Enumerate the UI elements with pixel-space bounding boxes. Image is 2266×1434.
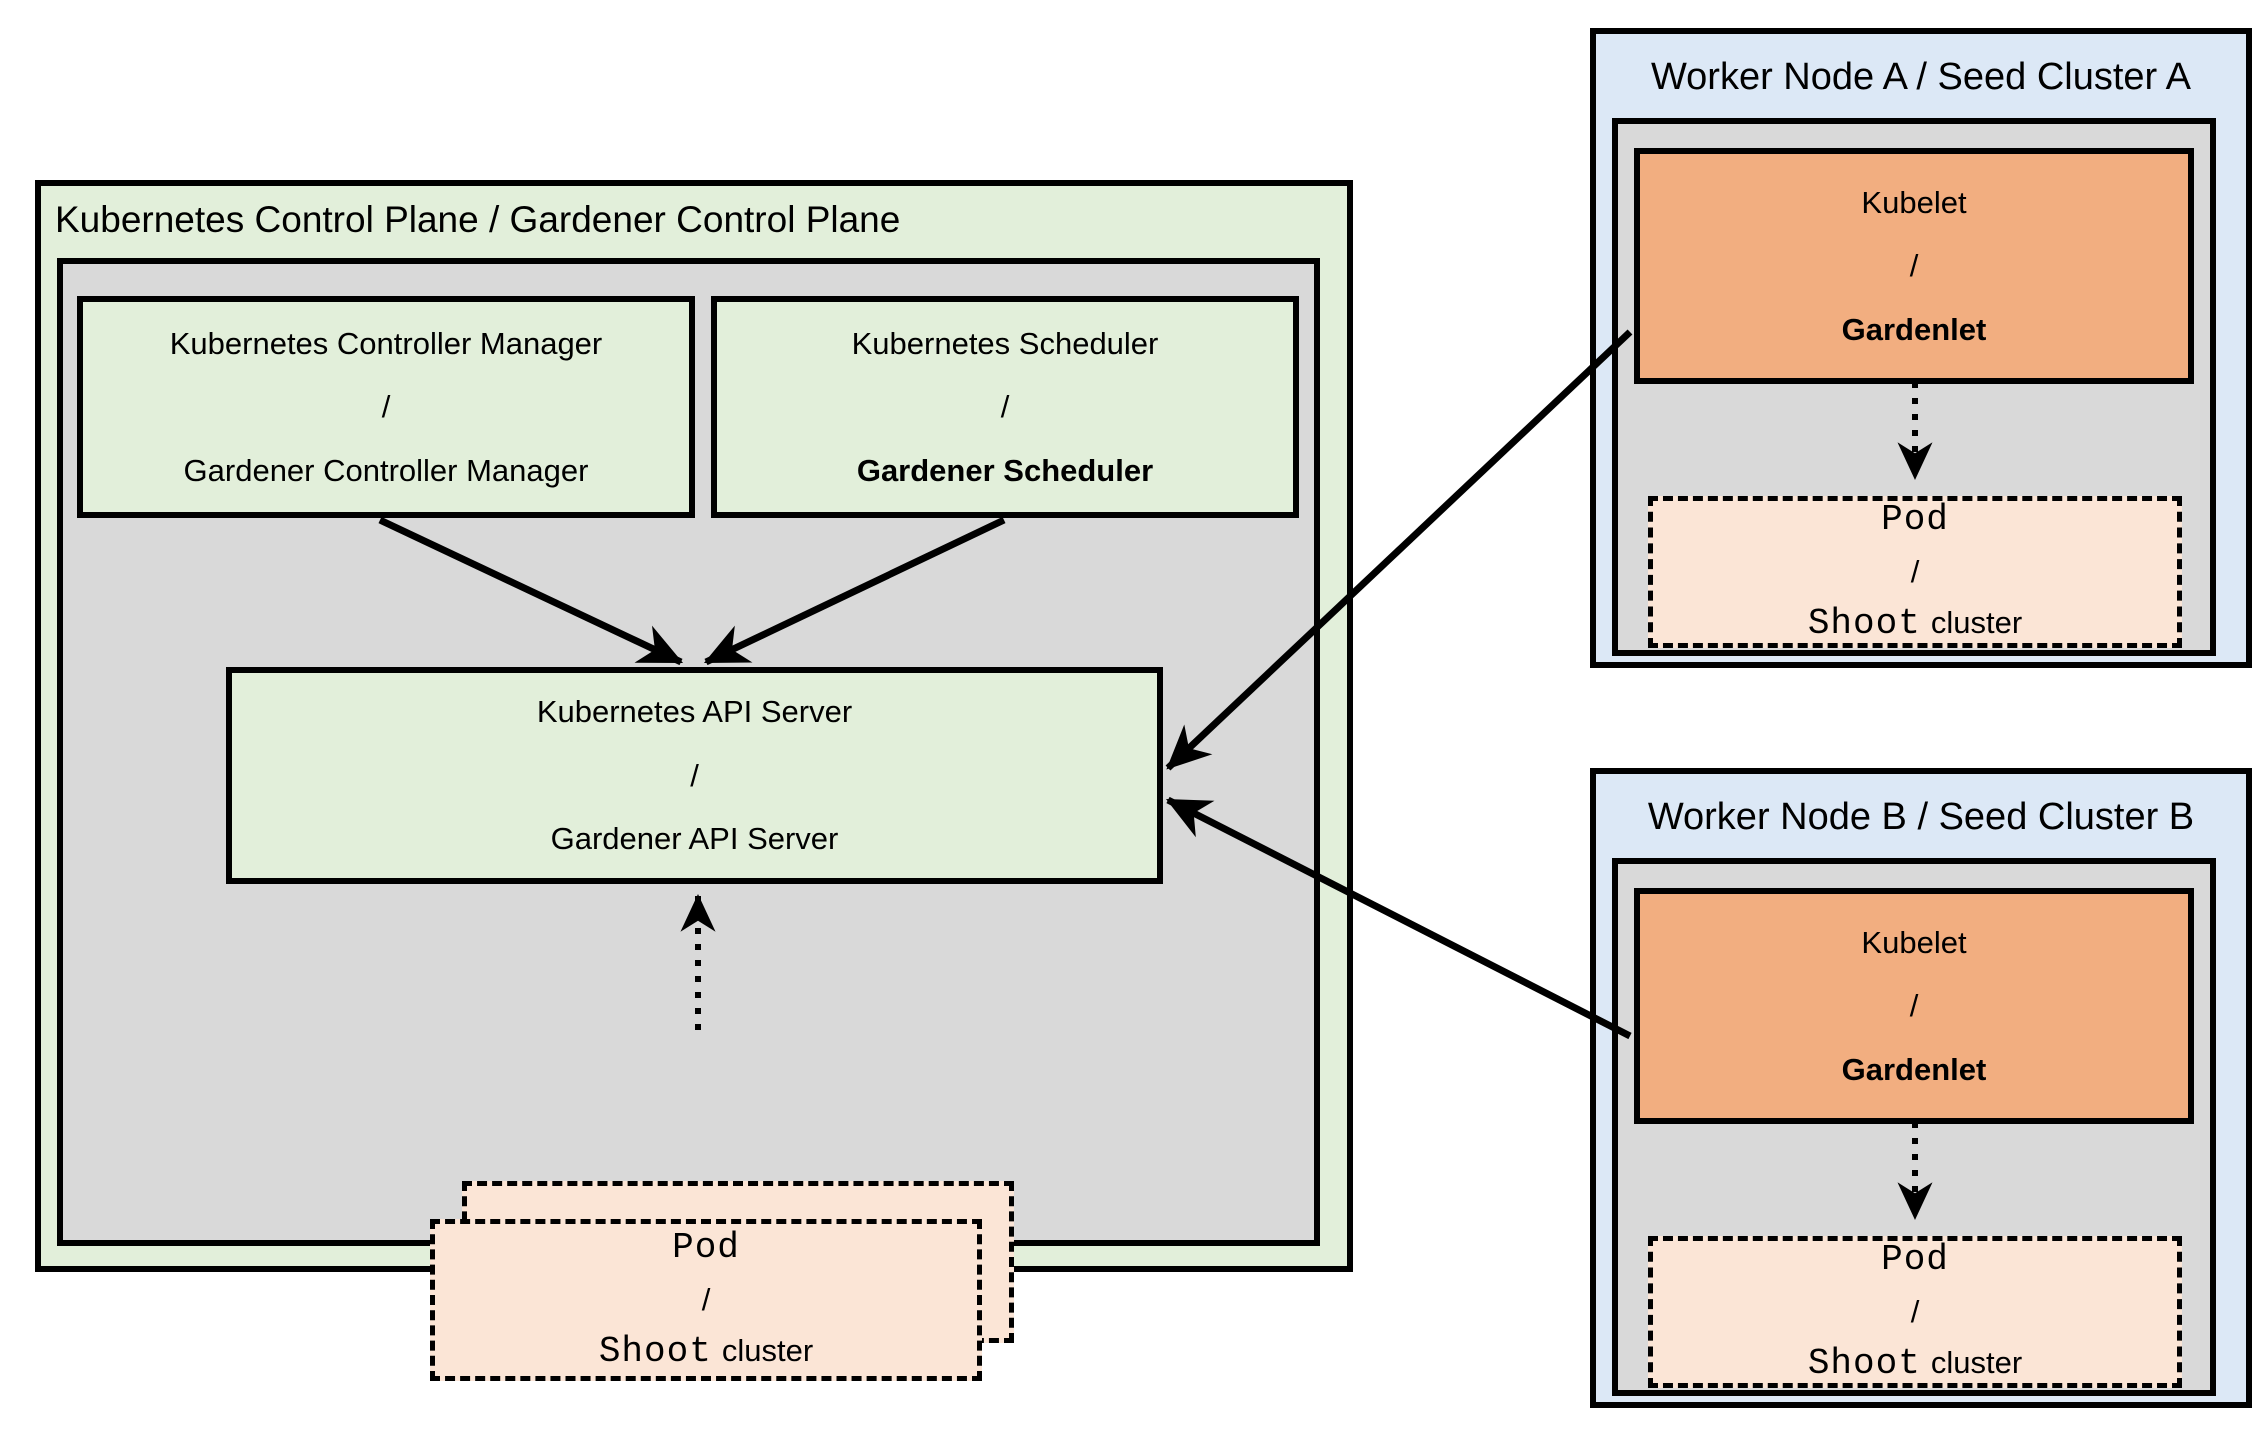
scheduler-box: Kubernetes Scheduler / Gardener Schedule… xyxy=(711,296,1299,518)
kubelet-b-separator: / xyxy=(1909,988,1919,1024)
control-plane-inner-panel: Kubernetes Controller Manager / Gardener… xyxy=(57,258,1320,1381)
api-server-bottom-label: Gardener API Server xyxy=(550,821,839,857)
pod-a-separator: / xyxy=(1910,553,1920,589)
cluster-b-label: cluster xyxy=(1930,1345,2023,1381)
scheduler-separator: / xyxy=(1000,389,1010,425)
pod-shoot-cluster-front-box: Pod / Shoot cluster xyxy=(430,1219,982,1381)
kubelet-a-separator: / xyxy=(1909,248,1919,284)
control-plane-title: Kubernetes Control Plane / Gardener Cont… xyxy=(55,199,901,240)
shoot-a-label: Shoot xyxy=(1807,603,1921,645)
kubelet-gardenlet-box-b: Kubelet / Gardenlet xyxy=(1634,888,2194,1124)
worker-node-a-box: Worker Node A / Seed Cluster A Kubelet /… xyxy=(1590,28,2252,668)
api-server-top-label: Kubernetes API Server xyxy=(536,694,853,730)
kubelet-a-top-label: Kubelet xyxy=(1861,184,1967,220)
scheduler-bottom-label: Gardener Scheduler xyxy=(856,452,1154,488)
worker-node-b-box: Worker Node B / Seed Cluster B Kubelet /… xyxy=(1590,768,2252,1408)
pod-a-label: Pod xyxy=(1881,499,1949,541)
worker-node-a-inner-panel: Kubelet / Gardenlet Pod / Shoot cluster xyxy=(1612,118,2216,656)
controller-manager-box: Kubernetes Controller Manager / Gardener… xyxy=(77,296,695,518)
kubelet-gardenlet-box-a: Kubelet / Gardenlet xyxy=(1634,148,2194,384)
pod-b-separator: / xyxy=(1910,1293,1920,1329)
control-plane-box: Kubernetes Control Plane / Gardener Cont… xyxy=(35,180,1353,1381)
worker-node-b-title: Worker Node B / Seed Cluster B xyxy=(1647,795,2195,838)
worker-node-b-inner-panel: Kubelet / Gardenlet Pod / Shoot cluster xyxy=(1612,858,2216,1396)
gardenlet-a-label: Gardenlet xyxy=(1841,311,1987,347)
controller-manager-bottom-label: Gardener Controller Manager xyxy=(183,452,589,488)
pod-b-label: Pod xyxy=(1881,1239,1949,1281)
pod-shoot-cluster-box-b: Pod / Shoot cluster xyxy=(1648,1236,2182,1388)
pod-shoot-cluster-box-a: Pod / Shoot cluster xyxy=(1648,496,2182,648)
scheduler-top-label: Kubernetes Scheduler xyxy=(851,325,1159,361)
api-server-separator: / xyxy=(690,757,699,793)
pod-separator: / xyxy=(701,1281,711,1317)
worker-node-a-title: Worker Node A / Seed Cluster A xyxy=(1650,55,2191,98)
shoot-b-label: Shoot xyxy=(1807,1343,1921,1385)
shoot-label: Shoot xyxy=(598,1331,712,1373)
controller-manager-separator: / xyxy=(381,389,391,425)
gardenlet-b-label: Gardenlet xyxy=(1841,1051,1987,1087)
controller-manager-top-label: Kubernetes Controller Manager xyxy=(169,325,603,361)
kubelet-b-top-label: Kubelet xyxy=(1861,924,1967,960)
cluster-a-label: cluster xyxy=(1930,605,2023,641)
pod-label: Pod xyxy=(672,1227,740,1269)
api-server-box: Kubernetes API Server / Gardener API Ser… xyxy=(226,667,1163,884)
cluster-label: cluster xyxy=(721,1333,814,1369)
